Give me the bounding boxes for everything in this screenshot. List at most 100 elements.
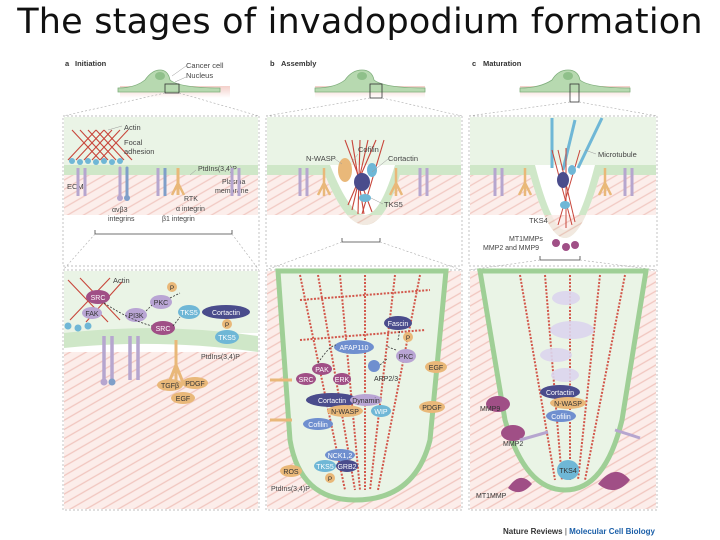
cortactin-shape [354, 173, 370, 191]
tgfb-label: TGFβ [161, 383, 179, 390]
credit-publisher: Nature Reviews [503, 527, 563, 536]
plasma-membrane-1: Plasma [222, 179, 245, 186]
tks5-label-b: TKS5 [384, 200, 403, 209]
cell-icon-c [519, 69, 631, 103]
panel-b-header: b Assembly [270, 59, 317, 68]
pkc-label-b: PKC [399, 354, 413, 361]
panel-b-name: Assembly [281, 59, 317, 68]
panel-a-letter: a [65, 59, 70, 68]
actin-label-a: Actin [124, 123, 141, 132]
tks4-label-cbottom: TKS4 [559, 468, 577, 475]
nwasp-label-c: N-WASP [554, 401, 582, 408]
zoom-lines-top [62, 92, 658, 117]
focal-adhesion-complexes [69, 158, 123, 165]
panel-c-header: c Maturation [472, 59, 522, 68]
signal-arrows-a [103, 292, 181, 327]
tks4-label-c: TKS4 [529, 216, 548, 225]
mmp-blobs-c [552, 239, 579, 251]
signal-arrows-b [317, 329, 401, 366]
pdgf-node-a [182, 377, 208, 389]
p-label-b1: P [406, 335, 410, 342]
panel-a-header: a Initiation [65, 59, 107, 68]
cofilin-label-b: Cofilin [358, 145, 379, 154]
cell-icon-a: Cancer cell Nucleus [117, 61, 230, 98]
fascin-label: Fascin [388, 321, 409, 328]
tks5b-node-a [215, 330, 239, 344]
nck12-label: NCK1,2 [328, 453, 353, 460]
pdgf-label-a: PDGF [185, 381, 204, 388]
panel-c-top: Microtubule TKS4 MT1MMPs MMP2 and MMP9 [468, 115, 658, 267]
grb2-label: GRB2 [337, 464, 356, 471]
mmp2-mmp9-label: MMP2 and MMP9 [483, 245, 539, 252]
pdgf-label-b: PDGF [422, 405, 441, 412]
focal-label-1: Focal [124, 138, 143, 147]
mmp9-label: MMP9 [480, 406, 500, 413]
src-node-a [86, 290, 110, 304]
p-label-a2: P [225, 322, 229, 329]
fak-node [82, 307, 102, 319]
erk-label: ERK [335, 377, 350, 384]
credit-separator: | [562, 527, 570, 536]
cancer-cell-label: Cancer cell [186, 61, 224, 70]
tgfb-node [157, 379, 183, 391]
ros-label: ROS [283, 469, 299, 476]
figure-credit: Nature Reviews | Molecular Cell Biology [503, 527, 655, 536]
avb3-label-2: integrins [108, 216, 135, 223]
actin-bundle [67, 129, 133, 161]
src-label-a: SRC [91, 295, 106, 302]
mmp2-label: MMP2 [503, 441, 523, 448]
actin-label-abottom: Actin [113, 276, 130, 285]
rtk-receptor [170, 168, 186, 196]
panel-c-letter: c [472, 59, 476, 68]
panel-b-top: Cofilin N-WASP Cortactin TKS5 [265, 115, 463, 267]
avb3-label-1: αvβ3 [112, 207, 128, 214]
panel-a-name: Initiation [75, 59, 107, 68]
egf-label-a: EGF [176, 396, 190, 403]
ptdins-label-abottom: PtdIns(3,4)P [201, 354, 240, 361]
mt1mmps-label: MT1MMPs [509, 236, 543, 243]
ptdins-label-a: PtdIns(3,4)P [198, 166, 237, 173]
ptdins-label-bbottom: PtdIns(3,4)P [271, 486, 310, 493]
pkc-node-a [150, 295, 172, 309]
rtk-label: RTK [184, 196, 198, 203]
fak-label: FAK [85, 311, 99, 318]
focal-label-2: adhesion [124, 147, 154, 156]
b1-integrin-label: β1 integrin [162, 216, 195, 223]
nwasp-label-b2: N-WASP [331, 409, 359, 416]
p-label-b2: P [328, 476, 332, 483]
ecm-label: ECM [67, 182, 84, 191]
arp23-label: ARP2/3 [374, 376, 398, 383]
nwasp-shape [338, 158, 352, 182]
egf-label-b: EGF [429, 365, 443, 372]
signal-nodes-b: Fascin P AFAP110 PKC PAK SRC ERK ARP2/3 … [280, 316, 447, 483]
microtubules [550, 117, 604, 171]
src-label-b: SRC [299, 377, 314, 384]
cortactin-label-b: Cortactin [388, 154, 418, 163]
signal-nodes-c: Cortactin N-WASP Cofilin TKS4 MMP9 MMP2 … [476, 385, 630, 500]
cofilin-label-b2: Cofilin [308, 422, 328, 429]
tks5-label-b2: TKS5 [316, 464, 334, 471]
wip-label: WIP [374, 409, 388, 416]
avb3-integrins [117, 166, 130, 201]
panel-c-bottom: Cortactin N-WASP Cofilin TKS4 MMP9 MMP2 … [468, 268, 658, 511]
src2-label: SRC [156, 326, 171, 333]
alpha-beta1-integrins [76, 168, 241, 196]
tks5-node-a [178, 305, 200, 319]
cell-icon-b [314, 69, 426, 99]
pi3k-node [125, 308, 147, 322]
tks5-label-a: TKS5 [180, 310, 198, 317]
panel-c-name: Maturation [483, 59, 522, 68]
credit-journal: Molecular Cell Biology [569, 527, 655, 536]
p-label-a1: P [170, 285, 174, 292]
pak-label: PAK [315, 367, 329, 374]
cortactin-node-a [202, 305, 250, 319]
cofilin-label-c: Cofilin [551, 414, 571, 421]
cortactin-label-c: Cortactin [546, 390, 574, 397]
mt1mmp-label: MT1MMP [476, 493, 507, 500]
pkc-label-a: PKC [154, 300, 168, 307]
afap110-label: AFAP110 [339, 345, 368, 352]
nwasp-label-b: N-WASP [306, 154, 336, 163]
nucleus-label: Nucleus [186, 71, 213, 80]
cortactin-label-a: Cortactin [212, 310, 240, 317]
